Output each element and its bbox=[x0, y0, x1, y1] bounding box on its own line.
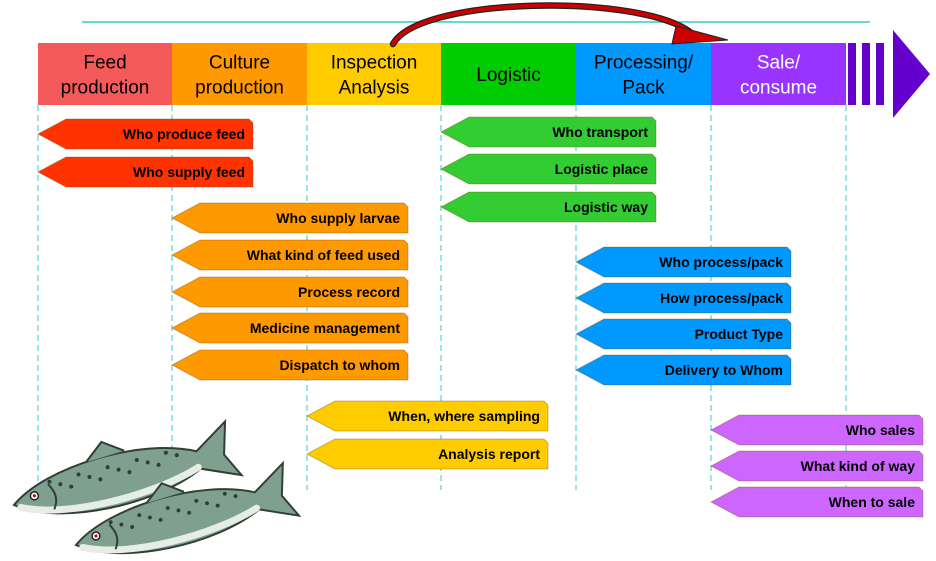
stage-header-bar: Feed production Culture production Inspectio… bbox=[38, 2, 930, 118]
tag-what-kind-of-feed-used: What kind of feed used bbox=[170, 239, 409, 271]
stage-label: Culture bbox=[209, 53, 270, 74]
fish-icon bbox=[74, 460, 302, 555]
stage-box bbox=[711, 43, 846, 105]
curved-arrow bbox=[389, 2, 729, 48]
stage-processing-pack: Processing/Pack bbox=[576, 43, 711, 105]
stage-culture-production: Culture production bbox=[172, 43, 307, 105]
tag-when-to-sale: When to sale bbox=[709, 486, 924, 518]
stage-logistic: Logistic bbox=[441, 43, 576, 105]
stage-box bbox=[172, 43, 307, 105]
tag-label: Analysis report bbox=[438, 446, 540, 462]
tag-label: Medicine management bbox=[250, 320, 400, 336]
tag-analysis-report: Analysis report bbox=[305, 438, 549, 470]
tag-who-process-pack: Who process/pack bbox=[574, 246, 792, 278]
tag-label: Logistic way bbox=[564, 199, 648, 215]
tag-product-type: Product Type bbox=[574, 318, 792, 350]
tag-label: Who supply larvae bbox=[276, 210, 400, 226]
stage-label: Logistic bbox=[476, 65, 540, 86]
tag-how-process-pack: How process/pack bbox=[574, 282, 792, 314]
tag-label: Logistic place bbox=[555, 161, 649, 177]
tag-delivery-to-whom: Delivery to Whom bbox=[574, 354, 792, 386]
tag-label: Who transport bbox=[552, 124, 648, 140]
tag-label: How process/pack bbox=[660, 290, 783, 306]
stage-box bbox=[441, 43, 576, 105]
tag-who-transport: Who transport bbox=[439, 116, 657, 148]
stage-box bbox=[307, 43, 441, 105]
end-arrow bbox=[848, 30, 930, 118]
stage-label: Processing/ bbox=[594, 53, 694, 74]
stage-feed-production: Feed production bbox=[38, 43, 172, 105]
stage-label: Pack bbox=[622, 78, 665, 99]
stage-label: Analysis bbox=[339, 78, 410, 99]
tag-label: When, where sampling bbox=[388, 408, 540, 424]
tag-label: Delivery to Whom bbox=[665, 362, 783, 378]
stage-sale-consume: Sale/consume bbox=[711, 43, 846, 105]
tag-label: Who process/pack bbox=[659, 254, 783, 270]
tag-process-record: Process record bbox=[170, 276, 409, 308]
tag-label: Dispatch to whom bbox=[279, 357, 400, 373]
stage-label: Sale/ bbox=[757, 53, 801, 74]
tag-label: Process record bbox=[298, 284, 400, 300]
tag-label: When to sale bbox=[829, 494, 916, 510]
stage-box bbox=[38, 43, 172, 105]
tag-label: What kind of feed used bbox=[247, 247, 400, 263]
tag-dispatch-to-whom: Dispatch to whom bbox=[170, 349, 409, 381]
stage-label: Feed bbox=[83, 53, 126, 74]
tag-who-produce-feed: Who produce feed bbox=[36, 118, 254, 150]
tag-who-supply-larvae: Who supply larvae bbox=[170, 202, 409, 234]
tag-logistic-place: Logistic place bbox=[439, 153, 657, 185]
tag-medicine-management: Medicine management bbox=[170, 312, 409, 344]
stage-label: production bbox=[195, 78, 284, 99]
fish-icon bbox=[12, 418, 245, 515]
tag-who-supply-feed: Who supply feed bbox=[36, 156, 254, 188]
tag-label: Who sales bbox=[846, 422, 915, 438]
tag-when-where-sampling: When, where sampling bbox=[305, 400, 549, 432]
tag-logistic-way: Logistic way bbox=[439, 191, 657, 223]
stage-label: Inspection bbox=[331, 53, 418, 74]
tag-label: Product Type bbox=[695, 326, 784, 342]
stage-box bbox=[576, 43, 711, 105]
fish-illustration bbox=[12, 418, 302, 555]
tag-who-sales: Who sales bbox=[709, 414, 924, 446]
tag-label: Who supply feed bbox=[133, 164, 245, 180]
tag-what-kind-of-way: What kind of way bbox=[709, 450, 924, 482]
tag-label: Who produce feed bbox=[123, 126, 245, 142]
stage-label: consume bbox=[740, 78, 817, 99]
tag-label: What kind of way bbox=[801, 458, 916, 474]
stage-label: production bbox=[61, 78, 150, 99]
